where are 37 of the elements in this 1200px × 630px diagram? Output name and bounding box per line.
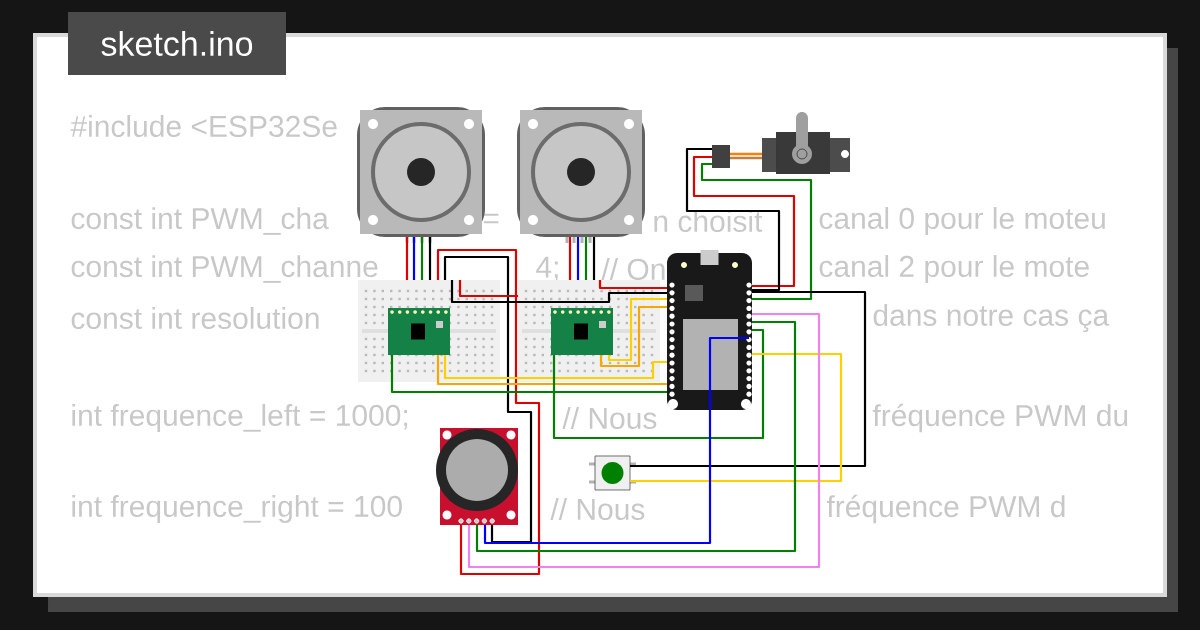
wire (467, 312, 821, 569)
wire (607, 297, 667, 362)
wire (475, 320, 797, 553)
file-tab: sketch.ino (68, 12, 286, 75)
joystick-module-drawing (436, 428, 518, 525)
wire (692, 155, 796, 288)
driver-module-drawing (388, 308, 450, 355)
wire (700, 162, 813, 301)
wire (450, 280, 667, 304)
stepper-motor-drawing (517, 107, 645, 243)
wire (685, 147, 781, 292)
wire (405, 237, 409, 280)
stepper-motor-drawing (357, 107, 485, 243)
servo-motor-drawing (712, 112, 850, 174)
wire (576, 237, 580, 280)
wire (412, 237, 416, 280)
wire (630, 352, 843, 483)
wire (598, 280, 667, 290)
wire (584, 237, 588, 280)
code-text: = (483, 213, 499, 224)
wire (436, 248, 541, 576)
wire (428, 237, 432, 280)
wire (443, 255, 533, 544)
wire (483, 336, 749, 545)
driver-module-drawing (551, 308, 613, 355)
wire (630, 290, 867, 468)
wire (390, 355, 667, 394)
wire (443, 355, 667, 380)
wire (568, 237, 572, 280)
wire (592, 237, 596, 280)
microcontroller-board-drawing (667, 250, 752, 410)
wire (599, 305, 667, 368)
wire (552, 328, 765, 440)
wire (436, 355, 667, 386)
wire (420, 237, 424, 280)
push-button-drawing (589, 455, 636, 491)
wire (458, 280, 518, 298)
